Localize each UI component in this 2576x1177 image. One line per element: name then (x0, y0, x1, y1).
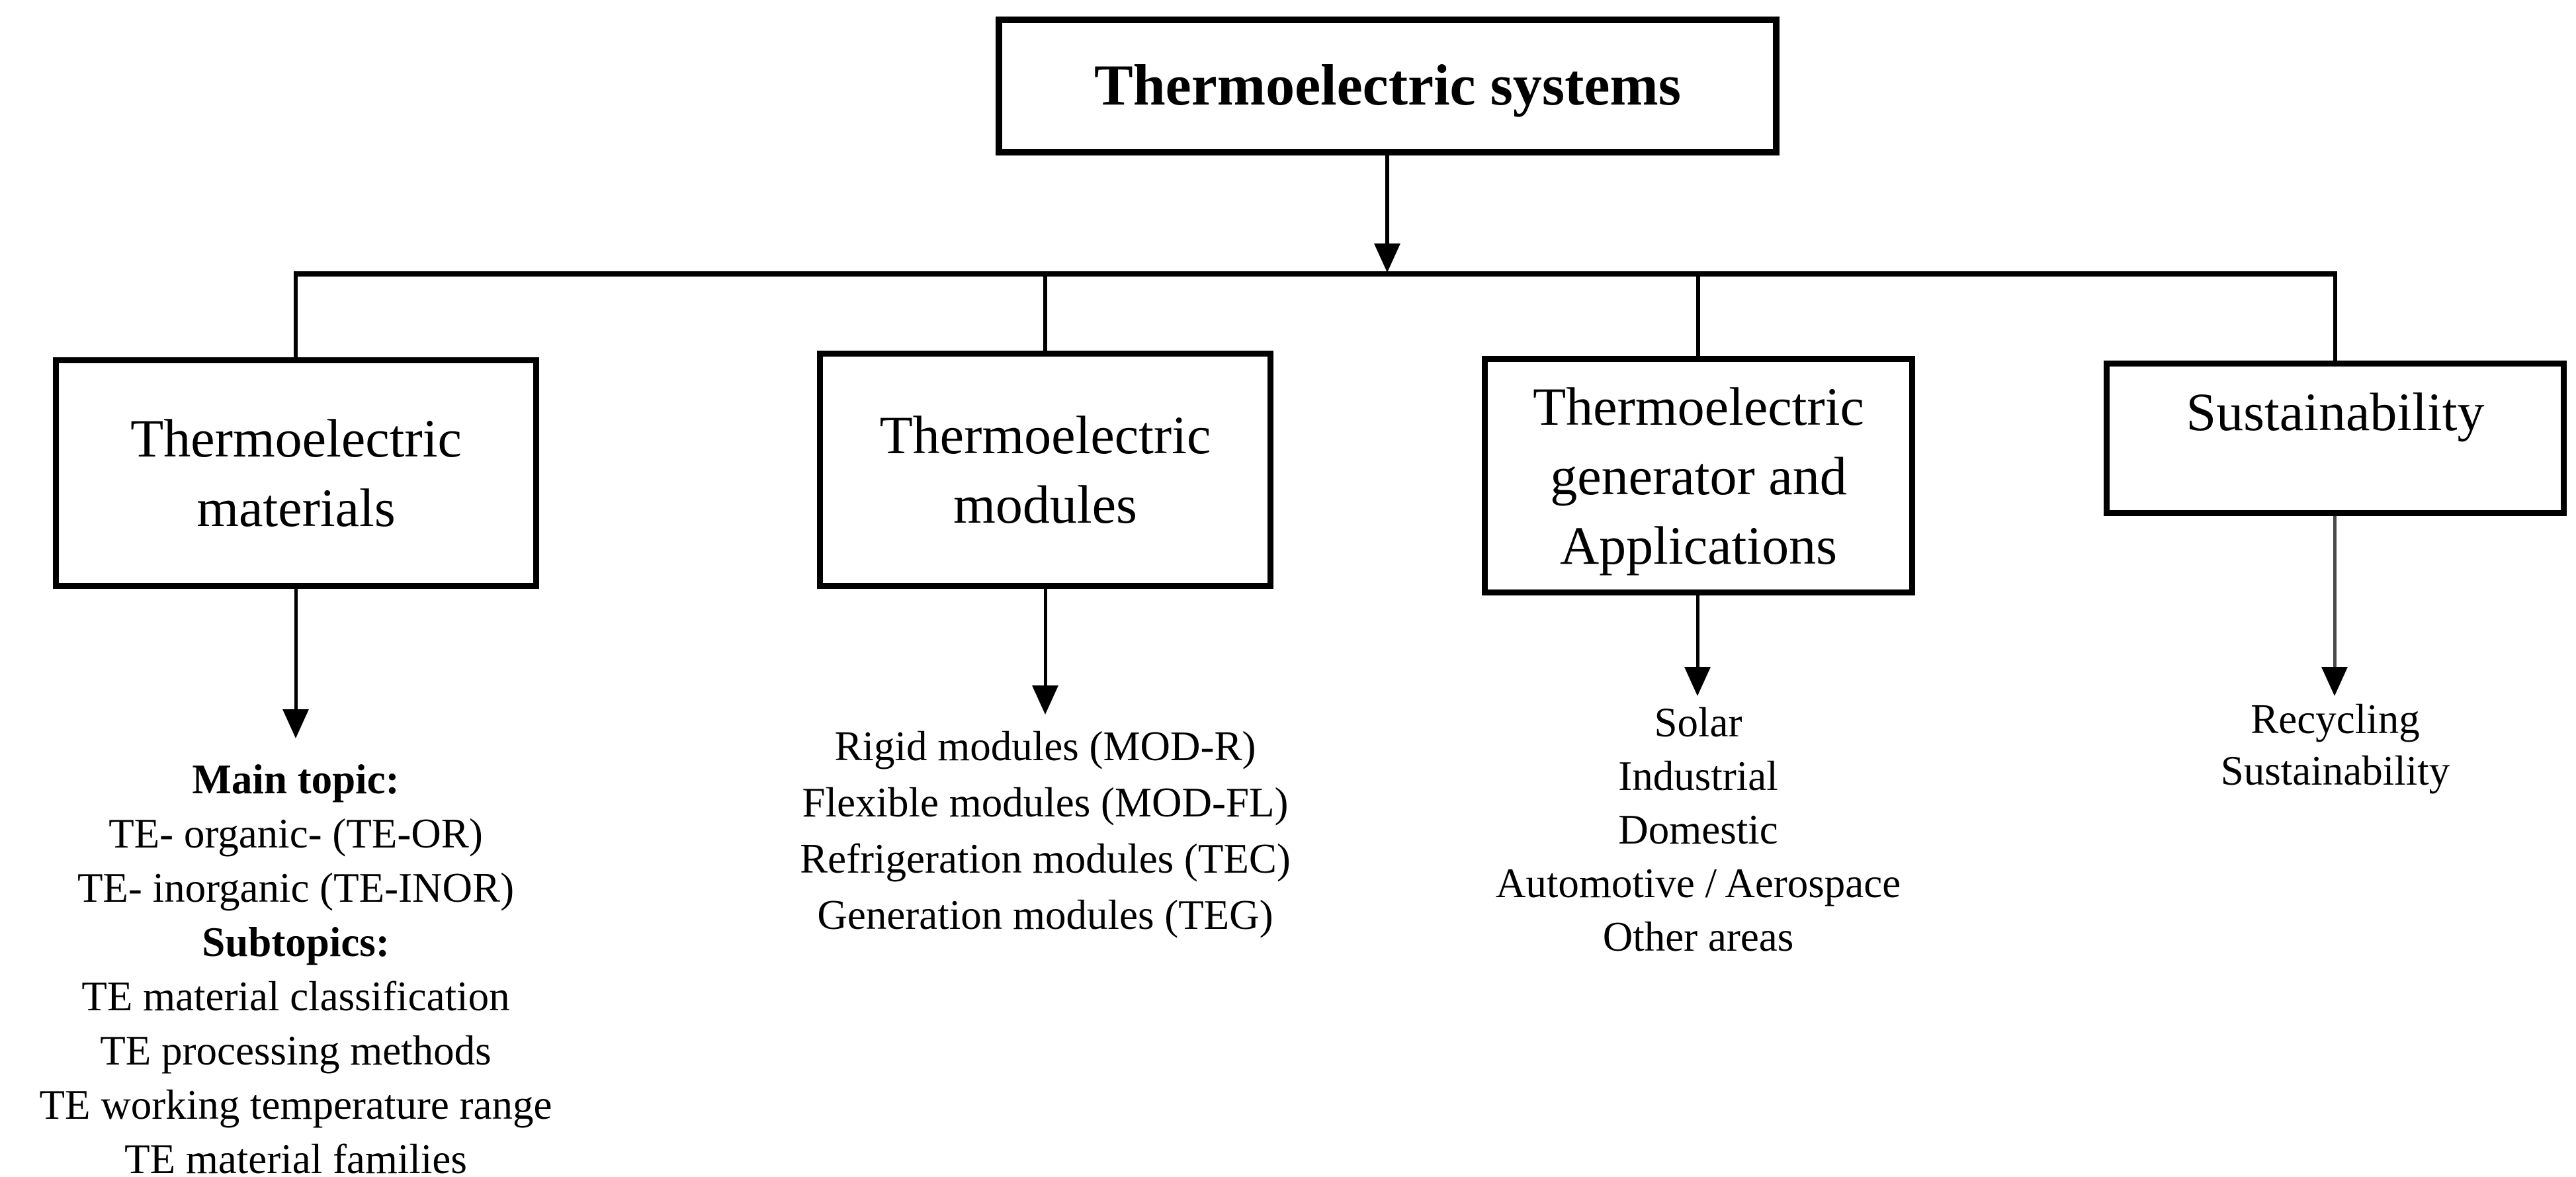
branch-box-generator-label: Thermoelectric generator and Application… (1533, 376, 1864, 576)
bus-connector (294, 271, 2337, 277)
arrow-shaft-materials (294, 589, 298, 709)
branch-box-materials-label: Thermoelectric materials (130, 408, 462, 538)
list-item: Solar (1654, 699, 1742, 746)
list-item: Other areas (1602, 914, 1794, 960)
stub-connector-generator (1696, 277, 1700, 356)
branch-box-sustainability: Sustainability (2104, 361, 2567, 516)
branch-box-generator: Thermoelectric generator and Application… (1482, 356, 1915, 595)
list-item: TE- organic- (TE-OR) (108, 810, 483, 857)
arrowhead-materials (282, 709, 309, 738)
stub-connector-modules (1043, 277, 1047, 351)
list-item: Domestic (1618, 806, 1778, 853)
list-item: Flexible modules (MOD-FL) (802, 779, 1289, 826)
stub-connector-materials (294, 277, 298, 357)
branch-list-modules: Rigid modules (MOD-R) Flexible modules (… (748, 719, 1343, 943)
root-box-label: Thermoelectric systems (1094, 54, 1681, 118)
list-item: Rigid modules (MOD-R) (834, 723, 1256, 769)
trunk-connector (1385, 155, 1389, 245)
arrow-shaft-modules (1044, 589, 1047, 685)
arrowhead-generator (1684, 667, 1711, 696)
list-item: Main topic: (192, 756, 400, 803)
list-item: TE material families (124, 1136, 467, 1177)
list-item: Automotive / Aerospace (1495, 860, 1901, 906)
list-item: TE- inorganic (TE-INOR) (77, 865, 515, 911)
list-item: Generation modules (TEG) (817, 892, 1273, 938)
arrowhead-modules (1032, 685, 1058, 715)
arrow-shaft-sustainability (2333, 516, 2337, 667)
list-item: TE working temperature range (39, 1082, 552, 1128)
arrow-shaft-generator (1696, 595, 1699, 667)
list-item: Industrial (1618, 753, 1778, 799)
root-box: Thermoelectric systems (996, 17, 1780, 155)
arrowhead-sustainability (2321, 667, 2348, 696)
branch-list-sustainability: Recycling Sustainability (2104, 693, 2567, 797)
stub-connector-sustainability (2333, 277, 2337, 361)
branch-box-sustainability-label: Sustainability (2186, 382, 2485, 442)
branch-list-generator: Solar Industrial Domestic Automotive / A… (1400, 696, 1996, 964)
branch-box-modules-label: Thermoelectric modules (879, 405, 1211, 535)
branch-box-materials: Thermoelectric materials (53, 357, 539, 589)
branch-box-modules: Thermoelectric modules (817, 351, 1273, 589)
list-item: Sustainability (2220, 748, 2450, 794)
list-item: Subtopics: (202, 919, 390, 965)
list-item: Recycling (2251, 696, 2420, 742)
trunk-arrowhead (1374, 243, 1400, 273)
list-item: TE material classification (81, 973, 510, 1020)
branch-list-materials: Main topic: TE- organic- (TE-OR) TE- ino… (0, 752, 591, 1177)
list-item: Refrigeration modules (TEC) (800, 836, 1291, 882)
list-item: TE processing methods (100, 1027, 492, 1074)
